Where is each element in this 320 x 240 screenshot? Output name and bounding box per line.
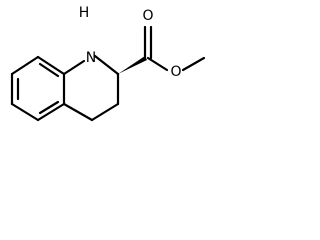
- chemical-structure: H N O O: [10, 5, 206, 122]
- tetrahydro-ring: [62, 54, 120, 122]
- stereo-wedge-bond: [118, 56, 147, 74]
- ring-bond: [36, 102, 66, 122]
- ring-bond: [36, 55, 66, 76]
- ring-bond: [90, 102, 120, 122]
- nitrogen-label: N: [86, 50, 96, 66]
- ester-group: [118, 25, 206, 74]
- aromatic-inner-bond: [38, 62, 60, 78]
- ring-bond: [10, 55, 40, 76]
- ring-bond: [62, 59, 86, 76]
- aromatic-inner-bond: [38, 100, 60, 115]
- ester-oxygen-label: O: [170, 64, 181, 80]
- methoxy-bond: [181, 56, 206, 72]
- ester-single-bond: [146, 56, 169, 72]
- benzene-ring: [10, 55, 66, 122]
- ring-bond: [10, 102, 40, 122]
- ring-bond: [93, 54, 120, 76]
- ring-bond: [62, 102, 94, 122]
- nh-hydrogen-label: H: [79, 5, 90, 21]
- carbonyl-oxygen-label: O: [142, 8, 153, 24]
- atom-labels: H N O O: [79, 5, 182, 80]
